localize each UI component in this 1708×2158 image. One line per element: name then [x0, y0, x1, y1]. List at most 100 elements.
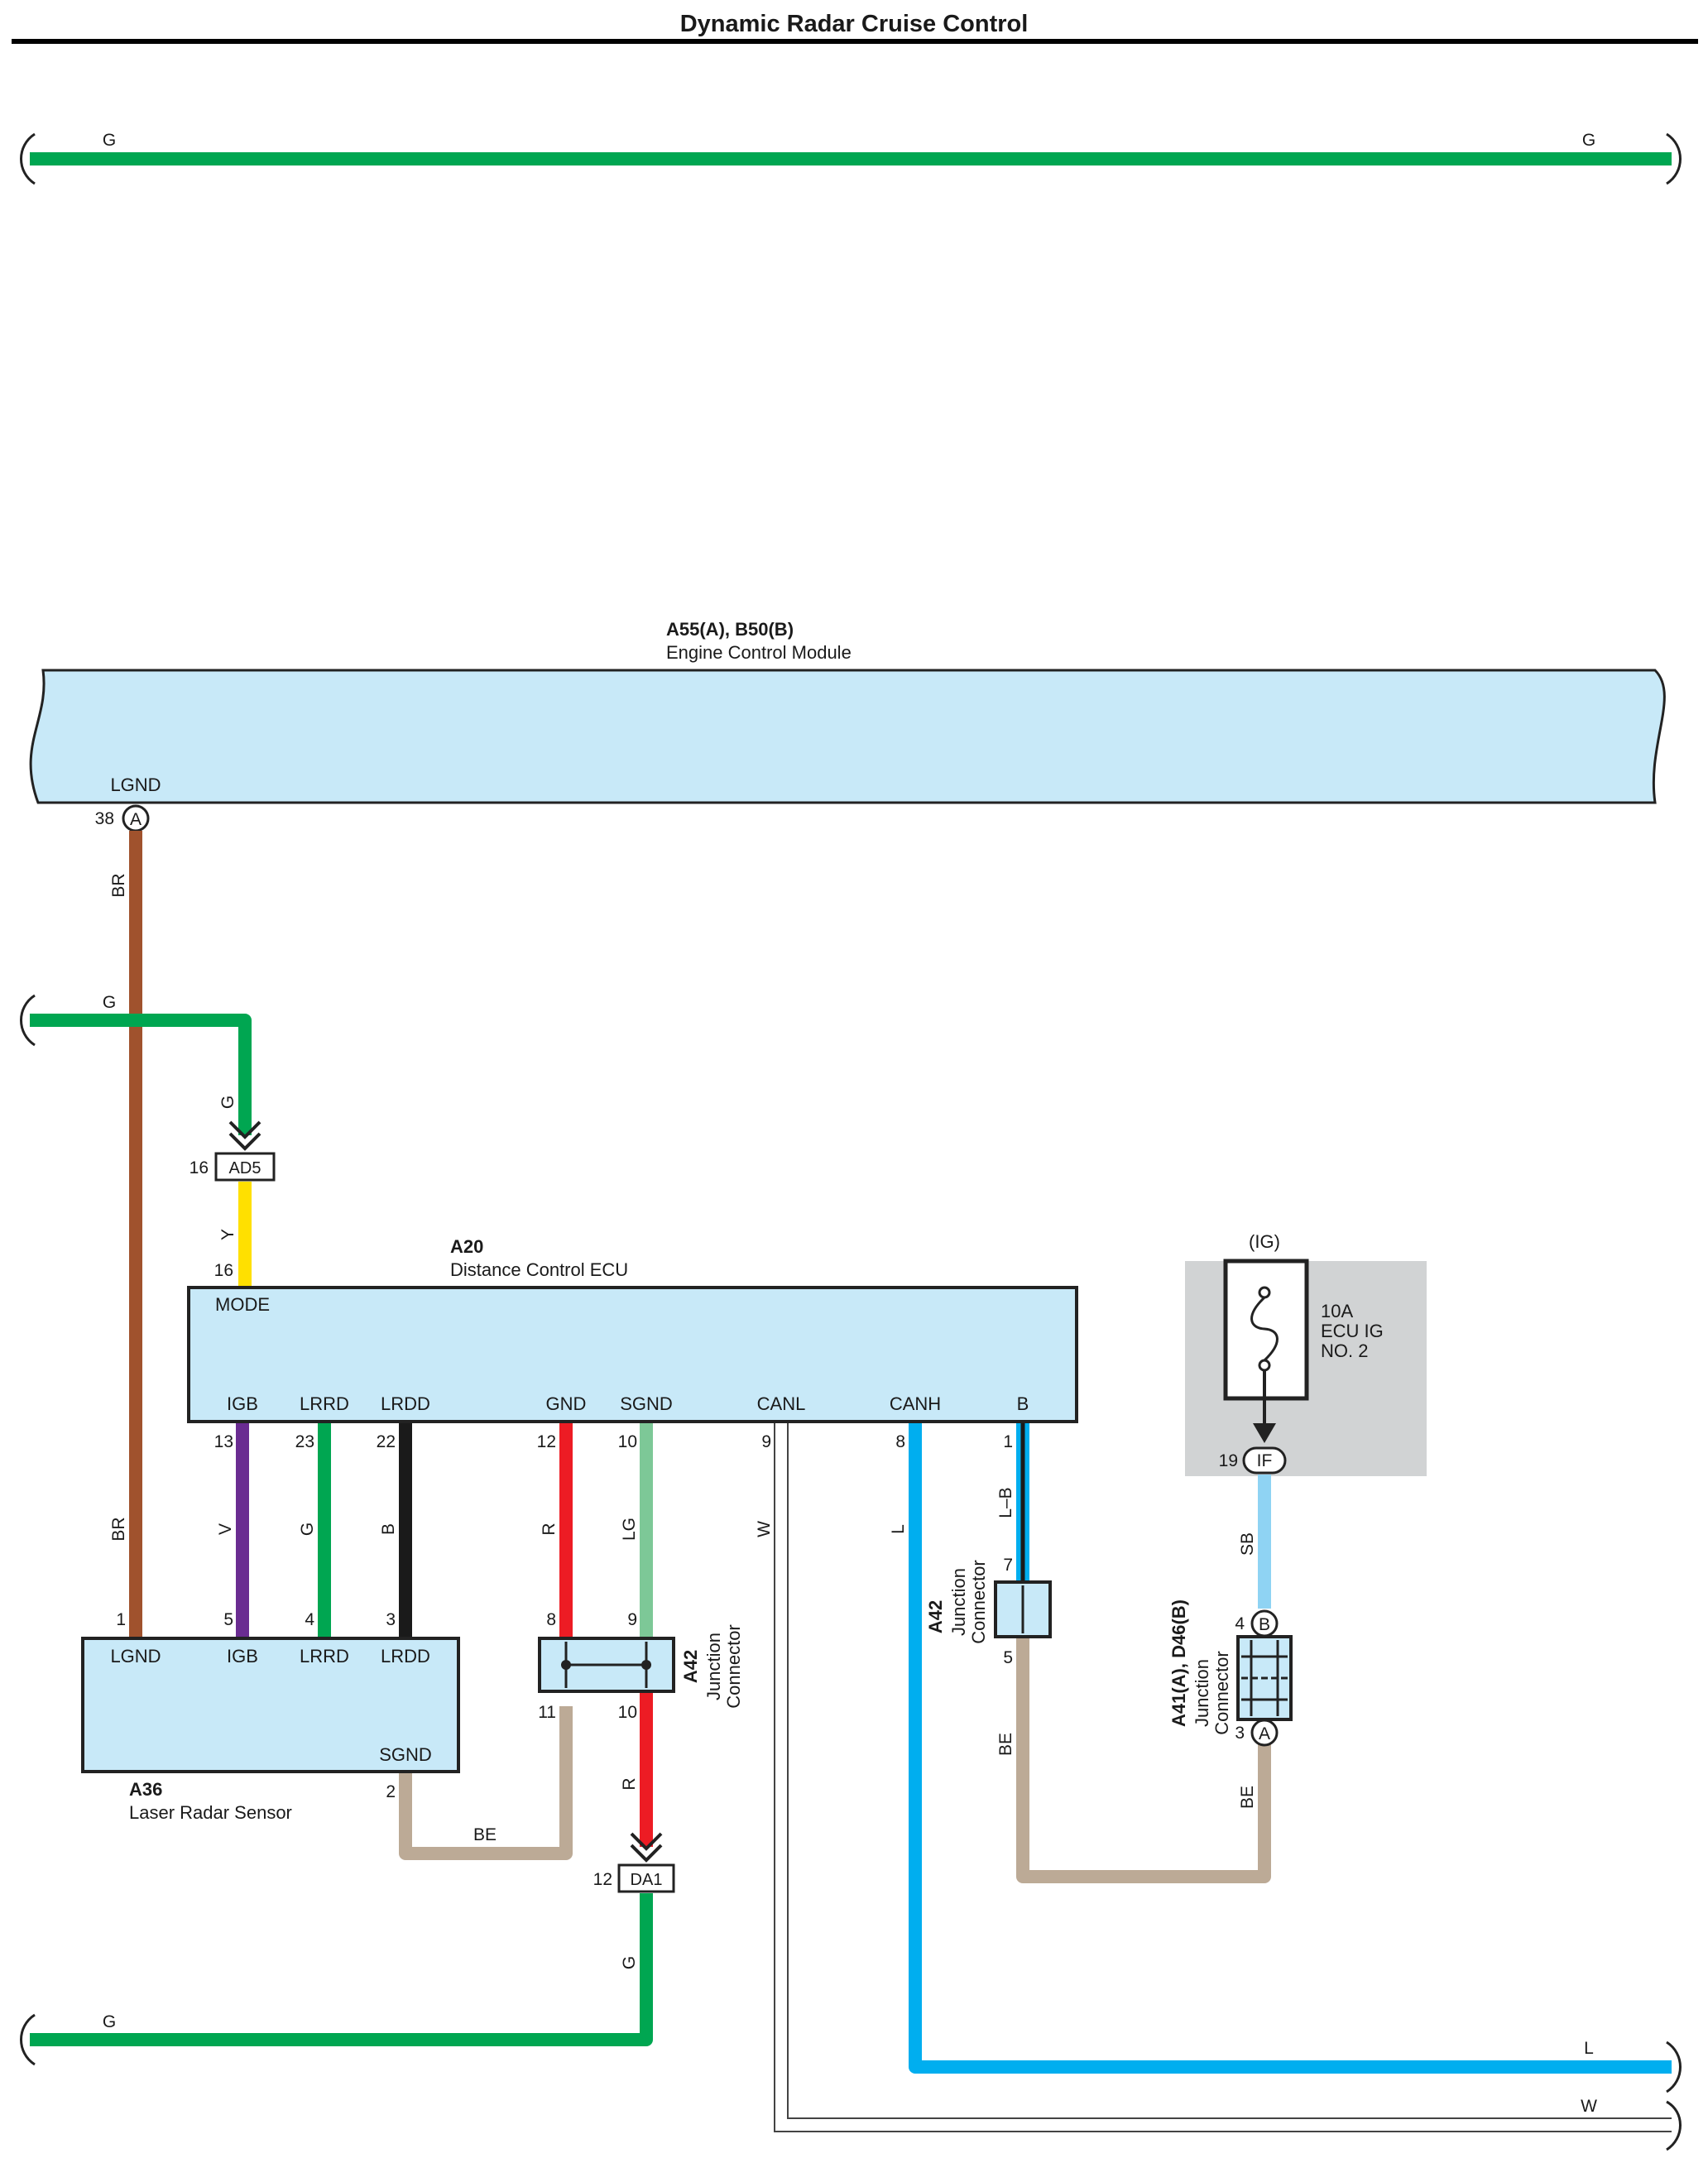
pin-number: 1 [1003, 1432, 1013, 1451]
wire-w-canl: W W [755, 1423, 1682, 2151]
ecu-body [187, 1286, 1078, 1423]
terminal-label: SGND [379, 1744, 432, 1765]
junction-dot [561, 1660, 571, 1670]
pin-number: 10 [618, 1432, 637, 1451]
connector-ad5: AD5 16 [190, 1152, 276, 1182]
fuse-icon [1250, 1296, 1279, 1362]
mid-g-wire: G G [20, 993, 261, 1151]
pin-number: 4 [305, 1610, 314, 1629]
wire-mid-g [30, 1014, 252, 1135]
component-name: Connector [1211, 1651, 1232, 1735]
break-mark [20, 994, 36, 1047]
pin-number: 23 [295, 1432, 314, 1451]
wire-label: L [1584, 2039, 1594, 2058]
wire-label: BE [996, 1733, 1015, 1756]
wire-label: BE [473, 1825, 497, 1844]
connector-name: AD5 [229, 1159, 261, 1177]
connector-oval [1242, 1446, 1287, 1475]
terminal-canl: CANL [757, 1393, 806, 1414]
wire-label: W [755, 1521, 774, 1537]
wire-label: BR [109, 1517, 128, 1541]
top-g-wire: G G [20, 131, 1682, 185]
wire-label: V [216, 1523, 235, 1535]
fuse-terminal [1258, 1359, 1271, 1372]
component-name: Junction [703, 1633, 724, 1700]
pin-number: 16 [190, 1158, 209, 1177]
wire-label: G [103, 2012, 116, 2031]
connector-da1: DA1 12 [593, 1863, 675, 1893]
component-id: A42 [680, 1650, 701, 1683]
wire-label: Y [218, 1229, 237, 1240]
pin-number: 2 [386, 1782, 396, 1801]
break-mark [1666, 2041, 1682, 2093]
component-name: Junction [1192, 1659, 1212, 1727]
terminal-label: LGND [110, 774, 161, 795]
break-mark [20, 132, 36, 185]
wire-label: G [103, 993, 116, 1012]
break-mark [20, 2013, 36, 2066]
pin-number: 5 [223, 1610, 233, 1629]
pin-number: 11 [538, 1703, 556, 1722]
terminal-lrdd: LRDD [381, 1393, 430, 1414]
pin-number: 1 [116, 1610, 126, 1629]
component-id: A41(A), D46(B) [1168, 1599, 1189, 1727]
sensor-body [81, 1637, 460, 1773]
pin-number: 8 [895, 1432, 905, 1451]
fuse-rating: 10A [1321, 1301, 1353, 1321]
wire-w-core [775, 1423, 1672, 2131]
wire-l-canh: L L [889, 1423, 1682, 2093]
terminal-mode: MODE [215, 1294, 270, 1315]
wire-label: G [218, 1096, 237, 1109]
pin-number: 3 [1235, 1724, 1245, 1743]
junction-a42-right: 7 5 A42 Junction Connector [925, 1556, 1052, 1667]
terminal-gnd: GND [546, 1393, 587, 1414]
junction-a42-left: 8 9 11 10 A42 Junction Connector [538, 1610, 744, 1722]
component-name: Junction [948, 1568, 969, 1636]
pin-number: 7 [1003, 1556, 1013, 1575]
wire-label: BE [1238, 1786, 1257, 1809]
component-name: Laser Radar Sensor [129, 1802, 292, 1823]
fuse-name: ECU IG [1321, 1321, 1384, 1341]
pin-number: 8 [546, 1610, 556, 1629]
terminal-sgnd: SGND [620, 1393, 673, 1414]
break-mark [1666, 132, 1682, 185]
component-id: A55(A), B50(B) [666, 619, 794, 640]
pin-number: 5 [1003, 1648, 1013, 1667]
pin-number: 16 [214, 1261, 233, 1280]
connector-letter: A [130, 810, 142, 829]
page-title: Dynamic Radar Cruise Control [680, 11, 1029, 37]
terminal-igb: IGB [227, 1393, 258, 1414]
junction-a41-d46: 4 B 3 A A41(A), D46(B) Junction Connecto… [1168, 1599, 1293, 1747]
wire-label: B [379, 1523, 398, 1535]
wire-label: G [103, 131, 116, 150]
junction-dot [641, 1660, 651, 1670]
wire-label: LG [620, 1518, 639, 1541]
pin-number: 9 [761, 1432, 771, 1451]
connector-box [214, 1152, 276, 1182]
terminal-b: B [1017, 1393, 1029, 1414]
fuse-terminal [1258, 1286, 1271, 1299]
component-id: A20 [450, 1236, 483, 1257]
component-id: A36 [129, 1779, 162, 1800]
connector-box [617, 1863, 675, 1893]
fuse-name-2: NO. 2 [1321, 1340, 1368, 1361]
pin-number: 38 [95, 809, 114, 828]
wire-label: L [889, 1524, 908, 1534]
connector-letter: IF [1257, 1451, 1273, 1470]
terminal-label: LGND [110, 1646, 161, 1666]
terminal-label: LRDD [381, 1646, 430, 1666]
component-id: A42 [925, 1600, 946, 1633]
pin-number: 12 [593, 1870, 612, 1889]
pin-number: 13 [214, 1432, 233, 1451]
distance-control-ecu: A20 Distance Control ECU MODE IGB LRRD L… [187, 1236, 1078, 1451]
wire-l [909, 1423, 1672, 2074]
wire-g-bottom [30, 1893, 653, 2046]
fuse-block: (IG) 10A ECU IG NO. 2 IF 19 [1185, 1231, 1427, 1476]
wire-label: W [1581, 2097, 1597, 2116]
terminal-canh: CANH [890, 1393, 941, 1414]
laser-radar-sensor: 1 5 4 3 LGND IGB LRRD LRDD SGND A36 Lase… [81, 1610, 460, 1823]
power-source: (IG) [1249, 1231, 1280, 1252]
ecm-body [29, 669, 1666, 804]
wire-label: R [620, 1777, 639, 1790]
